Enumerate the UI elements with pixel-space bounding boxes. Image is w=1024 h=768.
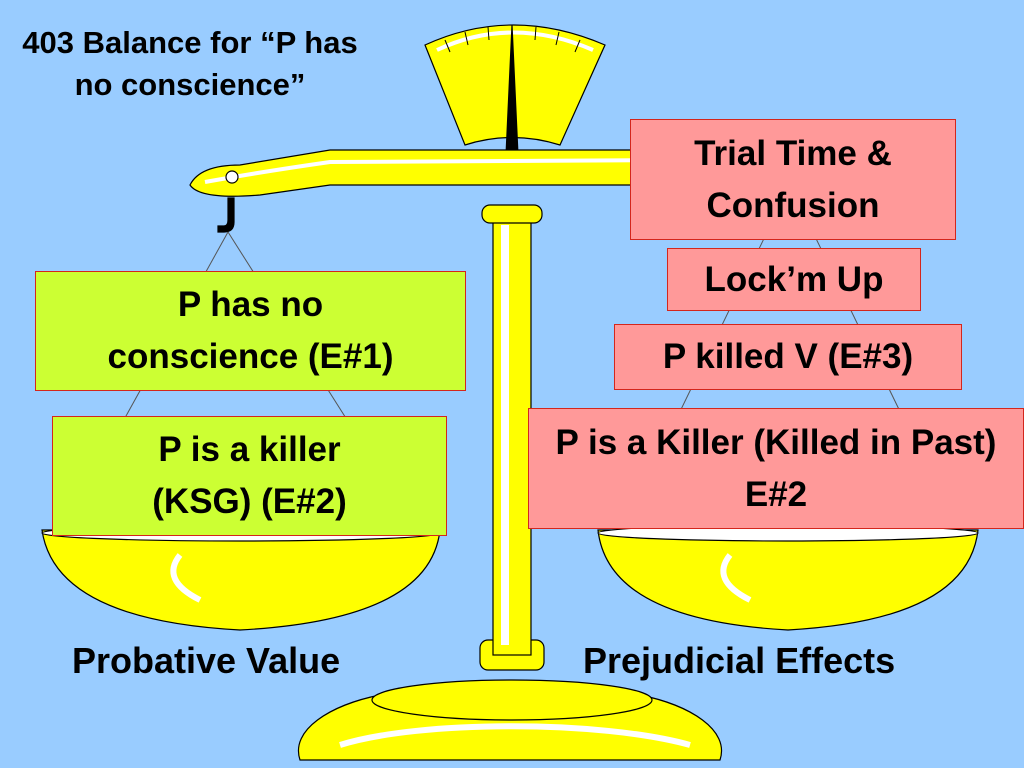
probative-value-caption: Probative Value (72, 640, 341, 681)
prejudicial-item-2: Lock’m Up (667, 248, 921, 311)
scale-base (297, 639, 723, 761)
right-pan (597, 524, 979, 631)
probative-item-1-label: P has no conscience (E#1) (107, 285, 394, 376)
prejudicial-item-3-label: P killed V (E#3) (662, 337, 914, 376)
prejudicial-item-2-label: Lock’m Up (704, 259, 884, 299)
prejudicial-item-1: Trial Time & Confusion (630, 119, 956, 240)
prejudicial-effects-caption: Prejudicial Effects (583, 640, 896, 681)
prejudicial-item-3: P killed V (E#3) (614, 324, 962, 390)
scale-pillar (481, 204, 543, 656)
scale-beam (189, 149, 691, 233)
prejudicial-item-1-label: Trial Time & Confusion (694, 133, 892, 225)
probative-item-1: P has no conscience (E#1) (35, 271, 466, 391)
left-pan (41, 524, 441, 631)
prejudicial-item-4: P is a Killer (Killed in Past) E#2 (528, 408, 1024, 529)
slide-title: 403 Balance for “P has no conscience” (22, 25, 358, 102)
probative-item-2: P is a killer (KSG) (E#2) (52, 416, 447, 536)
probative-item-2-label: P is a killer (KSG) (E#2) (152, 430, 347, 521)
prejudicial-item-4-label: P is a Killer (Killed in Past) E#2 (555, 422, 997, 514)
scale-dial (424, 24, 606, 156)
